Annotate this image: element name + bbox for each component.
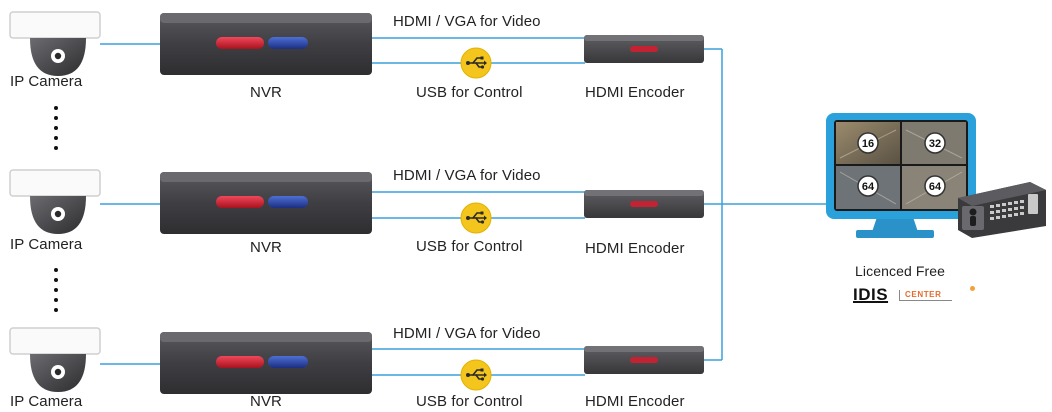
nvr-label: NVR (250, 84, 282, 101)
usb-icon (460, 202, 492, 234)
tile-label: 32 (929, 138, 941, 150)
video-label: HDMI / VGA for Video (393, 13, 541, 30)
hdmi-encoder-device (584, 190, 704, 218)
monitor-icon (826, 113, 976, 238)
logo-brand: IDIS (853, 285, 889, 304)
nvr-label: NVR (250, 393, 282, 410)
ip-camera-icon (9, 169, 101, 235)
ip-camera-icon (9, 11, 101, 77)
cable-layer (100, 37, 830, 376)
nvr-device (160, 172, 372, 234)
ellipsis-dots (54, 106, 58, 312)
keyboard-controller-icon (958, 182, 1046, 238)
control-label: USB for Control (416, 393, 523, 410)
encoder-label: HDMI Encoder (585, 393, 685, 410)
camera-label: IP Camera (10, 73, 83, 90)
ip-camera-icon (9, 327, 101, 393)
control-label: USB for Control (416, 238, 523, 255)
usb-icon (460, 359, 492, 391)
camera-label: IP Camera (10, 236, 83, 253)
control-label: USB for Control (416, 84, 523, 101)
usb-icon (460, 47, 492, 79)
tile-label: 64 (929, 181, 942, 193)
logo-dot (970, 286, 975, 291)
tile-label: 16 (862, 138, 874, 150)
tile-label: 64 (862, 181, 875, 193)
nvr-device (160, 13, 372, 75)
video-label: HDMI / VGA for Video (393, 325, 541, 342)
licence-caption: Licenced Free (855, 263, 946, 279)
logo-sub: CENTER (899, 290, 952, 301)
encoder-label: HDMI Encoder (585, 84, 685, 101)
hdmi-encoder-device (584, 35, 704, 63)
hdmi-encoder-device (584, 346, 704, 374)
camera-label: IP Camera (10, 393, 83, 410)
nvr-label: NVR (250, 239, 282, 256)
nvr-device (160, 332, 372, 394)
encoder-label: HDMI Encoder (585, 240, 685, 257)
video-label: HDMI / VGA for Video (393, 167, 541, 184)
